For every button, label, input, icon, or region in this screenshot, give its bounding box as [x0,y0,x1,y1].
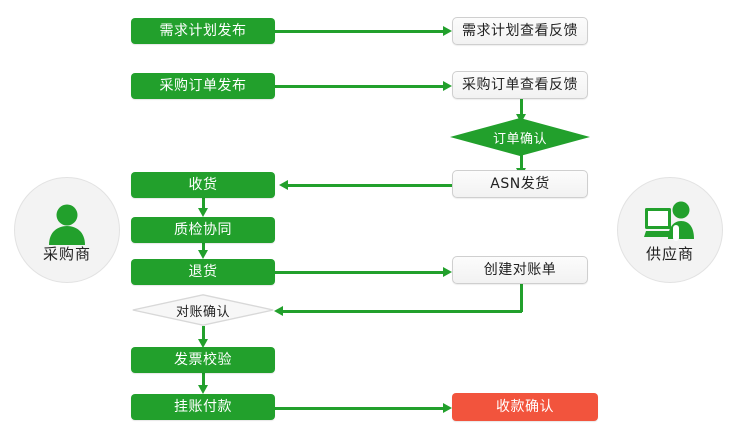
edge-return-to-statement [275,270,443,274]
edge-po-publish [275,84,443,88]
diamond-shape-white [132,294,274,326]
node-statement-confirm-label: 对账确认 [175,304,230,320]
node-demand-plan-feedback[interactable]: 需求计划查看反馈 [452,17,588,45]
node-receipt-confirm[interactable]: 收款确认 [452,393,598,421]
edge-po-publish-arrow [443,81,452,91]
node-invoice-check[interactable]: 发票校验 [131,347,275,373]
node-receive-goods[interactable]: 收货 [131,172,275,198]
edge-receive-to-quality [201,198,205,209]
person-at-computer-icon [644,199,696,245]
edge-demand-plan-arrow [443,26,452,36]
actor-buyer-label: 采购商 [42,244,91,263]
edge-asn-to-receive-arrow [279,180,288,190]
node-order-confirm-label: 订单确认 [492,131,547,147]
actor-supplier-label: 供应商 [645,244,694,263]
edge-quality-to-return [201,243,205,251]
edge-demand-plan [275,29,443,33]
edge-payment-to-receipt [275,406,443,410]
edge-confirm-to-invoice-arrow [198,339,208,348]
edge-invoice-to-payment [201,373,205,386]
edge-receive-to-quality-arrow [198,208,208,217]
node-po-publish[interactable]: 采购订单发布 [131,73,275,99]
node-asn-shipment[interactable]: ASN发货 [452,170,588,198]
person-icon [41,199,93,245]
actor-supplier[interactable]: 供应商 [617,177,723,283]
edge-asn-to-receive [288,183,456,187]
edge-statement-down [519,284,523,312]
node-payable-payment[interactable]: 挂账付款 [131,394,275,420]
node-po-feedback[interactable]: 采购订单查看反馈 [452,71,588,99]
node-create-statement[interactable]: 创建对账单 [452,256,588,284]
edge-statement-to-confirm-arrow [274,306,283,316]
diamond-shape-green [450,118,590,156]
node-quality-collab[interactable]: 质检协同 [131,217,275,243]
edge-invoice-to-payment-arrow [198,385,208,394]
edge-return-to-statement-arrow [443,267,452,277]
actor-buyer[interactable]: 采购商 [14,177,120,283]
node-order-confirm[interactable]: 订单确认 [450,118,590,156]
node-demand-plan-publish[interactable]: 需求计划发布 [131,18,275,44]
node-return-goods[interactable]: 退货 [131,259,275,285]
node-statement-confirm[interactable]: 对账确认 [132,294,274,326]
edge-po-to-confirm [519,99,523,116]
edge-confirm-to-invoice [201,326,205,340]
edge-confirm-to-asn [519,154,523,170]
edge-statement-to-confirm [283,309,522,313]
edge-quality-to-return-arrow [198,250,208,259]
edge-payment-to-receipt-arrow [443,403,452,413]
